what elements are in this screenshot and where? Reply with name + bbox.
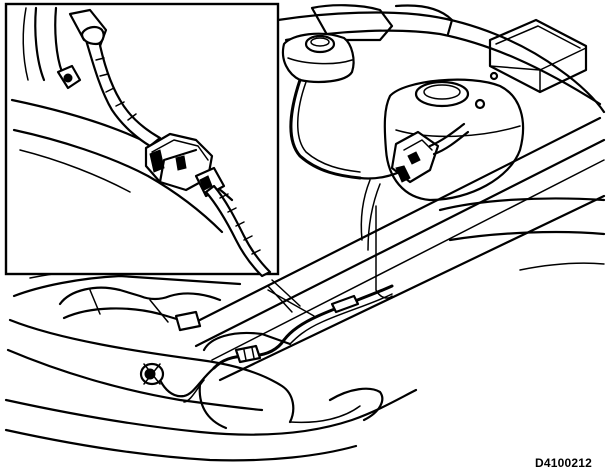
radiator-support [178, 71, 606, 382]
inset-pointer-lines [267, 279, 315, 317]
vehicle-body-outline [276, 4, 606, 114]
headlamp-harness [158, 284, 394, 403]
background-hoses [289, 78, 406, 299]
reservoir-connector [390, 122, 470, 184]
bulb-socket-icon [139, 362, 165, 386]
magnified-connector-detail [4, 2, 280, 278]
front-bumper-outline [4, 197, 606, 462]
fluid-reservoirs [281, 32, 525, 202]
figure-code: D4100212 [535, 456, 592, 470]
